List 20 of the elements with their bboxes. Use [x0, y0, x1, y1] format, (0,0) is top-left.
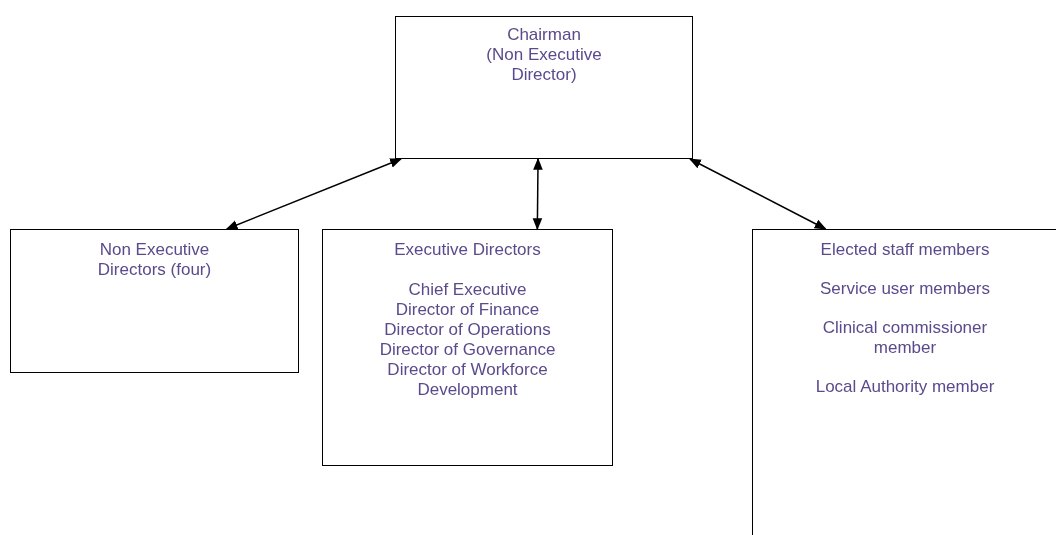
box-heading: Non Executive Directors (four)	[96, 240, 213, 280]
box-text: Director of Governance	[378, 340, 557, 360]
box-text: Service user members	[818, 279, 992, 299]
org-box	[322, 229, 613, 466]
double-arrow	[532, 157, 543, 231]
box-text: Director of Operations	[383, 320, 552, 340]
box-text: Director of Finance	[394, 300, 541, 320]
double-arrow	[225, 158, 403, 230]
box-heading: Executive Directors	[393, 240, 542, 260]
box-text: (Non Executive Director)	[485, 45, 603, 85]
box-heading: Chairman	[506, 25, 582, 45]
double-arrow	[688, 158, 827, 230]
box-text: Chief Executive	[407, 280, 528, 300]
box-text: Local Authority member	[814, 377, 996, 397]
org-box	[10, 229, 299, 373]
box-heading: Elected staff members	[819, 240, 991, 260]
org-box	[752, 229, 1056, 535]
box-text: Clinical commissioner member	[821, 318, 989, 358]
box-text: Director of Workforce Development	[386, 360, 549, 400]
org-box	[395, 16, 693, 159]
